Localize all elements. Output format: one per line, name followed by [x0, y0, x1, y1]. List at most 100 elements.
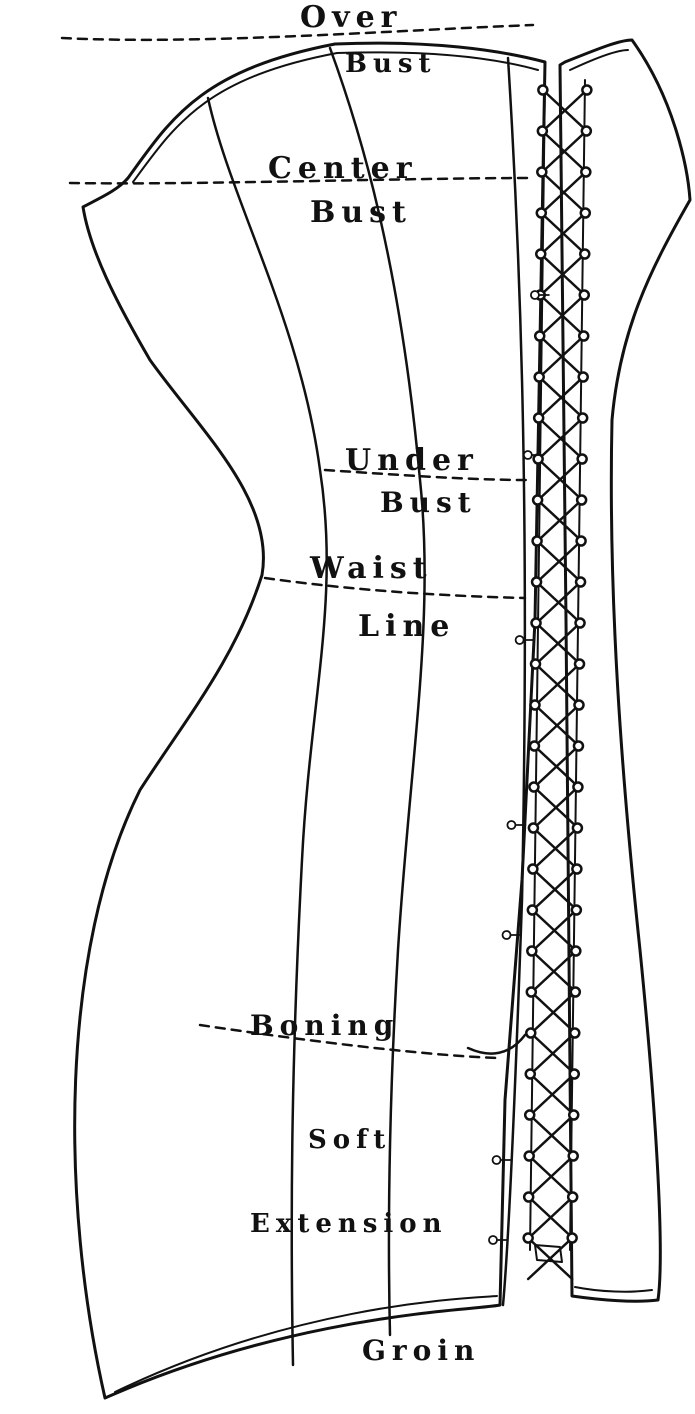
eyelet	[533, 371, 545, 383]
eyelet	[530, 576, 543, 588]
busk-hook	[506, 820, 517, 830]
eyelet	[526, 945, 538, 957]
label-center: Center	[268, 151, 418, 186]
eyelet	[522, 1191, 535, 1203]
boning-pointer	[466, 1033, 527, 1055]
lace-strand	[535, 580, 582, 625]
eyelet	[573, 699, 585, 711]
boning-line	[198, 1023, 499, 1060]
eyelet	[525, 1027, 537, 1039]
eyelet	[571, 863, 583, 875]
label-waist: Waist	[309, 551, 433, 586]
busk-hook	[514, 635, 525, 645]
eyelet	[523, 1109, 536, 1121]
top-binding	[132, 51, 539, 183]
lace-strand	[538, 293, 586, 338]
eyelet	[572, 740, 585, 752]
lace-strand	[541, 88, 589, 133]
label-extension: Extension	[250, 1209, 448, 1239]
lace-strand	[537, 416, 584, 461]
eyelet	[576, 453, 588, 465]
under-bust-line	[323, 468, 529, 482]
eyelet	[569, 1027, 581, 1039]
eyelet	[575, 535, 587, 547]
eyelet	[536, 166, 548, 178]
lace-strand	[538, 334, 585, 379]
eyelet	[566, 1232, 578, 1244]
eyelet	[567, 1109, 580, 1121]
busk-hook	[488, 1235, 498, 1245]
lace-strand	[541, 129, 588, 174]
lace-strand	[532, 826, 579, 871]
lace-strand	[539, 252, 587, 297]
label-under: Under	[345, 443, 479, 478]
label-line: Line	[358, 609, 455, 644]
eyelet	[532, 412, 545, 424]
eyelet	[522, 1232, 534, 1244]
eyelet	[530, 617, 542, 629]
lace-strand	[530, 949, 578, 994]
eyelet	[579, 248, 591, 260]
label-groin: Groin	[362, 1334, 480, 1367]
eyelet	[572, 781, 584, 793]
eyelet	[533, 330, 546, 342]
back-panel-outline	[558, 38, 692, 1303]
eyelet	[527, 863, 539, 875]
lace-strand	[531, 908, 578, 953]
eyelet	[566, 1191, 579, 1203]
eyelet	[578, 289, 590, 301]
back-panel-binding	[569, 49, 653, 1293]
eyelet	[537, 84, 549, 96]
eyelet	[535, 207, 548, 219]
lace-strand	[540, 211, 587, 256]
lace-strand	[527, 1154, 575, 1199]
lace-strand	[537, 375, 585, 420]
eyelet	[524, 1068, 537, 1080]
eyelet	[536, 125, 549, 137]
eyelet	[580, 166, 592, 178]
eyelet	[576, 412, 589, 424]
lace-strand	[534, 621, 582, 666]
lace-strand	[535, 539, 583, 584]
lace-strand	[527, 1195, 574, 1240]
label-bust-over: Bust	[345, 49, 437, 79]
lace-strand	[540, 170, 588, 215]
label-boning: Boning	[250, 1009, 399, 1042]
eyelet	[574, 617, 586, 629]
eyelet	[526, 904, 539, 916]
front-panel-outline	[73, 41, 547, 1400]
eyelet	[579, 207, 592, 219]
eyelet	[529, 699, 541, 711]
eyelet	[580, 125, 593, 137]
label-soft: Soft	[308, 1125, 391, 1155]
eyelet	[535, 248, 547, 260]
lace-strand	[530, 990, 577, 1035]
lacing-bottom-band	[534, 1244, 563, 1263]
eyelet	[528, 781, 540, 793]
eyelet	[531, 494, 544, 506]
eyelet	[575, 494, 588, 506]
center-bust-line	[68, 176, 534, 185]
eyelet	[529, 658, 542, 670]
eyelet	[528, 740, 541, 752]
lace-strand	[533, 703, 581, 748]
lace-strand	[536, 457, 584, 502]
lace-strand	[529, 1031, 577, 1076]
eyelet	[525, 986, 538, 998]
eyelet	[574, 576, 587, 588]
waist-line	[263, 576, 527, 600]
lacing	[522, 84, 593, 1281]
seam-2	[328, 46, 426, 1337]
eyelet	[523, 1150, 535, 1162]
bottom-binding	[114, 1295, 498, 1393]
over-bust-line	[60, 23, 535, 42]
lace-strand	[532, 785, 580, 830]
lace-strand	[536, 498, 583, 543]
eyelet	[569, 986, 582, 998]
eyelet	[568, 1068, 581, 1080]
label-bust-center: Bust	[310, 195, 412, 230]
label-over: Over	[300, 0, 402, 35]
eyelet	[527, 822, 540, 834]
